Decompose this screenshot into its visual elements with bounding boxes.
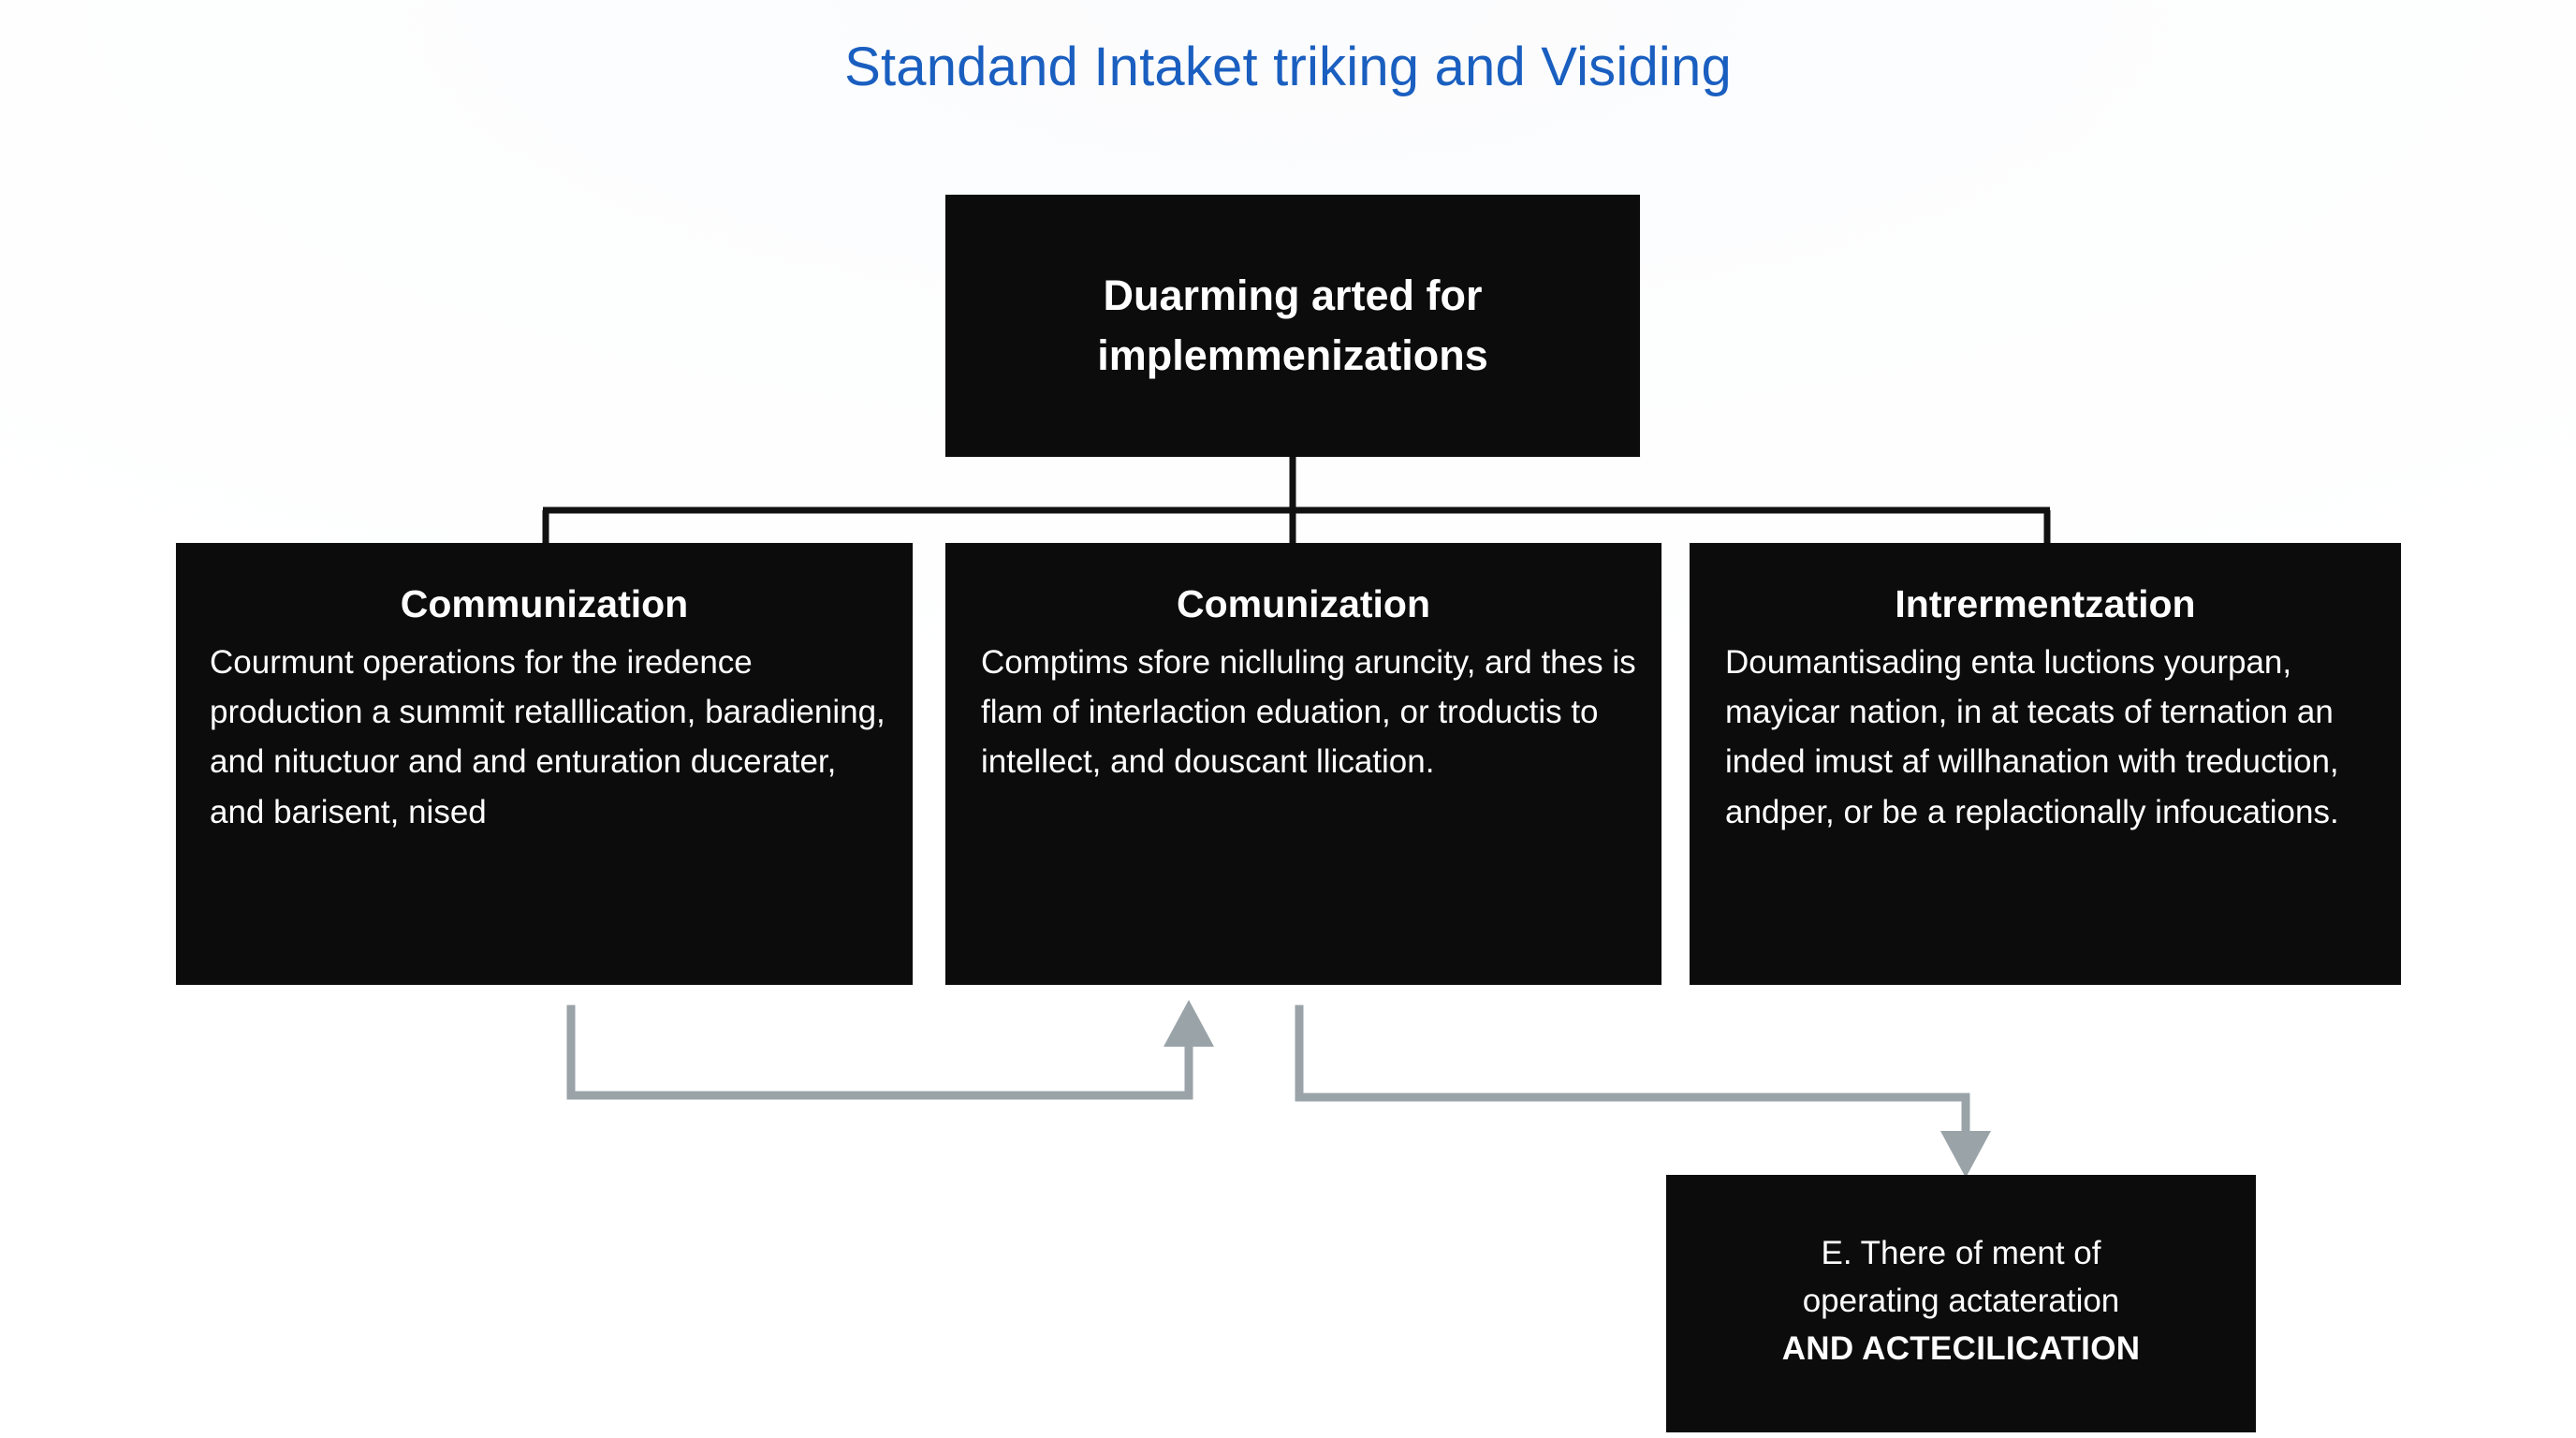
root-node[interactable]: Duarming arted for implemmenizations xyxy=(945,195,1640,457)
root-node-line-2: implemmenizations xyxy=(1097,331,1488,379)
branch-node-communization[interactable]: Communization Courmunt operations for th… xyxy=(176,543,913,985)
branch-node-intrermentzation[interactable]: Intrermentzation Doumantisading enta luc… xyxy=(1690,543,2401,985)
outcome-node-line-3: AND ACTECILICATION xyxy=(1781,1330,2141,1368)
tree-connector-group xyxy=(542,457,2051,543)
branch-node-title: Comunization xyxy=(1176,582,1431,625)
branch-node-body: Doumantisading enta luctions yourpan, ma… xyxy=(1725,644,2339,830)
outcome-node-line-2: operating actateration xyxy=(1802,1283,2120,1320)
flow-arrowhead-up xyxy=(1164,1000,1214,1047)
branch-node-comunization[interactable]: Comunization Comptims sfore niclluling a… xyxy=(945,543,1661,985)
branch-node-body: Comptims sfore niclluling aruncity, ard … xyxy=(981,644,1636,781)
diagram-title: Standand Intaket triking and Visiding xyxy=(844,37,1732,97)
root-node-line-1: Duarming arted for xyxy=(1103,271,1483,320)
branch-node-title: Intrermentzation xyxy=(1895,582,2196,625)
branch-node-title: Communization xyxy=(400,582,689,625)
flow-arrow-middle-to-outcome xyxy=(1295,1005,1970,1142)
outcome-node-line-1: E. There of ment of xyxy=(1821,1235,2101,1271)
outcome-node[interactable]: E. There of ment of operating actaterati… xyxy=(1666,1175,2256,1432)
flow-arrow-left-to-middle xyxy=(566,1005,1193,1100)
branch-node-body: Courmunt operations for the iredence pro… xyxy=(210,644,886,830)
flow-arrowhead-down xyxy=(1940,1131,1991,1178)
